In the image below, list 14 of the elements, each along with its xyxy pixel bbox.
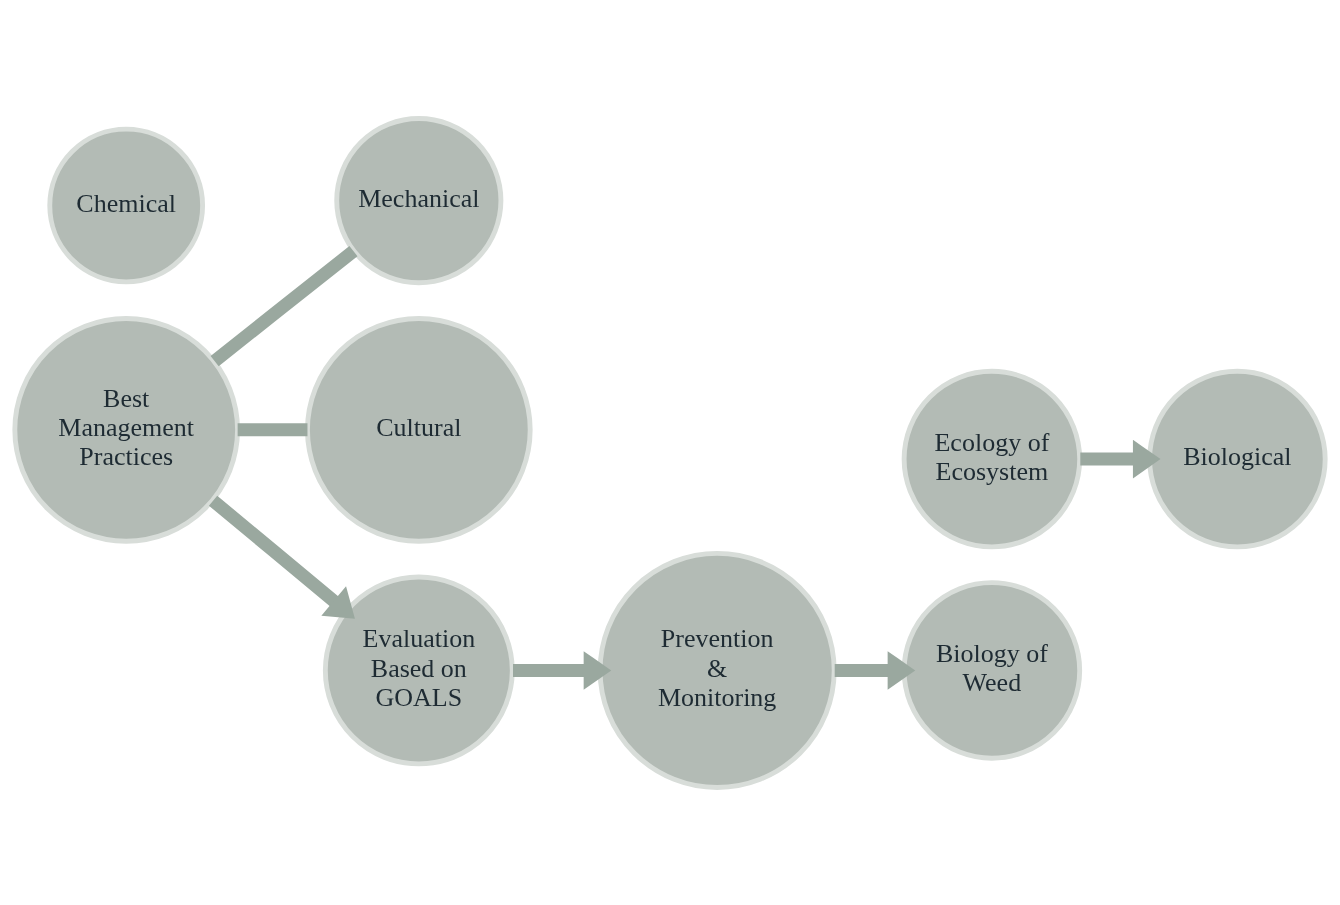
connector bbox=[237, 422, 308, 436]
arrow bbox=[208, 495, 355, 619]
arrow bbox=[513, 650, 612, 690]
node-circle: Biological bbox=[1147, 368, 1328, 549]
node-circle: Mechanical bbox=[334, 115, 504, 285]
arrow bbox=[1080, 439, 1161, 478]
node-circle: Chemical bbox=[47, 126, 206, 284]
connector bbox=[210, 245, 358, 366]
node-circle: Biology of Weed bbox=[901, 579, 1083, 761]
node-circle: Best Management Practices bbox=[12, 315, 240, 544]
node-circle: Ecology of Ecosystem bbox=[901, 368, 1083, 549]
node-circle: Cultural bbox=[305, 315, 533, 544]
arrow bbox=[834, 650, 916, 690]
node-circle: Prevention & Monitoring bbox=[597, 550, 837, 790]
